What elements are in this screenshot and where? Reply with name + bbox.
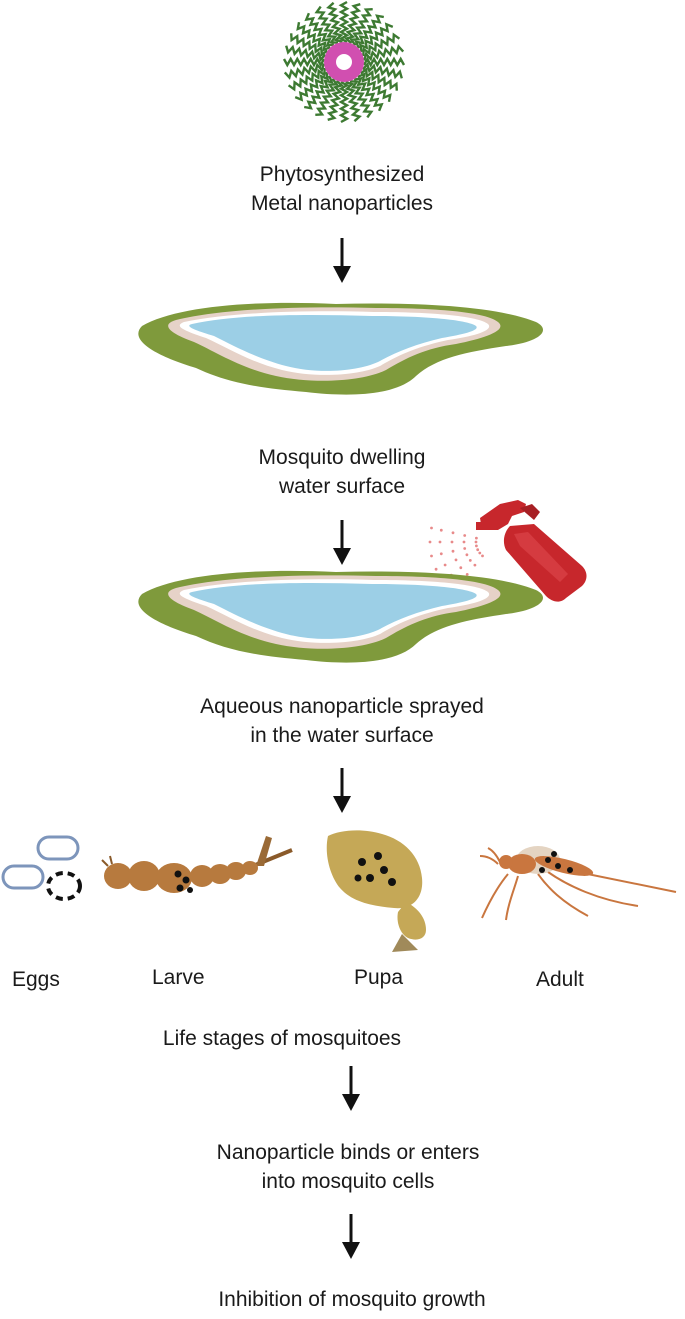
step-5-line-1: Inhibition of mosquito growth [218,1288,486,1311]
mist-dot [475,544,478,548]
mist-dot [454,558,458,562]
ligand-chain [354,14,385,49]
step-3-label: Aqueous nanoparticle sprayed in the wate… [92,692,592,750]
ligand-chain [343,3,362,45]
arrow-down-icon [340,1214,362,1260]
ligand-chain [349,8,373,46]
mist-dot [439,528,443,532]
step-2-line-1: Mosquito dwelling [258,446,426,469]
ligand-chain [338,80,350,124]
nanoparticle-center [336,54,352,70]
arrow-down-icon [331,238,353,284]
ligand-chain [296,21,331,52]
ligand-chain [282,56,326,68]
mist-dot [462,540,466,544]
stage-label-larve: Larve [152,966,205,989]
mist-dot [430,526,433,530]
ligand-chain [362,32,401,57]
arrow-down-icon [331,768,353,814]
spray-bottle-icon [470,494,592,604]
ligand-chain [326,1,344,43]
pond-icon [136,564,548,668]
mist-dot [473,563,477,567]
mist-dot [459,566,463,570]
ligand-chain [362,56,406,68]
mist-dot [476,548,480,552]
ligand-chain [285,44,327,63]
ligand-chain [361,61,403,80]
step-1-line-2: Metal nanoparticles [250,192,434,215]
stage-label-adult: Adult [536,968,584,991]
pupa-icon [322,826,442,956]
pond-icon [136,296,548,400]
mist-dot [468,559,472,562]
step-5-label: Inhibition of mosquito growth [142,1285,562,1314]
eggs-icon [0,834,90,906]
ligand-chain [360,67,398,91]
ligand-chain [314,5,339,44]
mist-dot [465,573,469,576]
ligand-chain [304,12,335,48]
ligand-chain [287,67,326,92]
mist-dot [481,554,484,558]
ligand-chain [326,79,345,121]
ligand-chain [357,72,392,103]
mist-dot [451,531,455,535]
arrow-down-icon [340,1066,362,1112]
mist-dot [450,540,454,544]
nanoparticle-icon [282,0,406,124]
mist-dot [428,540,432,544]
step-1-label: Phytosynthesized Metal nanoparticles [142,160,542,218]
mist-dot [463,534,467,537]
step-2-line-2: water surface [278,475,406,498]
ligand-chain [290,33,328,57]
mist-dot [465,553,469,557]
mist-dot [463,547,467,550]
step-1-line-1: Phytosynthesized [259,163,425,186]
step-2-label: Mosquito dwelling water surface [142,443,542,501]
stage-label-pupa: Pupa [354,966,404,989]
mist-dot [478,551,482,555]
step-3-line-1: Aqueous nanoparticle sprayed [200,695,484,718]
stage-label-eggs: Eggs [12,968,60,991]
ligand-chain [358,22,394,53]
mist-dot [443,563,447,567]
mist-dot [430,554,433,558]
mist-dot [475,536,478,540]
ligand-chain [363,44,405,62]
arrow-down-icon [331,520,353,566]
step-4-line-1: Nanoparticle binds or enters [216,1141,480,1164]
stages-caption: Life stages of mosquitoes [82,1024,482,1053]
step-4-line-2: into mosquito cells [261,1170,435,1193]
mist-dot [434,567,438,571]
mist-dot [474,540,478,544]
step-4-label: Nanoparticle binds or enters into mosqui… [138,1138,558,1196]
ligand-chain [283,62,325,80]
ligand-chain [303,75,334,110]
mist-dot [438,540,442,544]
ligand-chain [338,0,350,44]
larva-icon [98,830,298,906]
ligand-chain [349,80,374,119]
ligand-chain [344,81,362,123]
mosquito-icon [478,826,680,922]
ligand-chain [353,76,384,112]
ligand-chain [315,78,339,116]
step-3-line-2: in the water surface [250,724,434,747]
mist-dot [439,552,443,556]
ligand-chain [294,71,330,102]
mist-dot [451,549,455,553]
stages-caption-text: Life stages of mosquitoes [162,1027,402,1050]
